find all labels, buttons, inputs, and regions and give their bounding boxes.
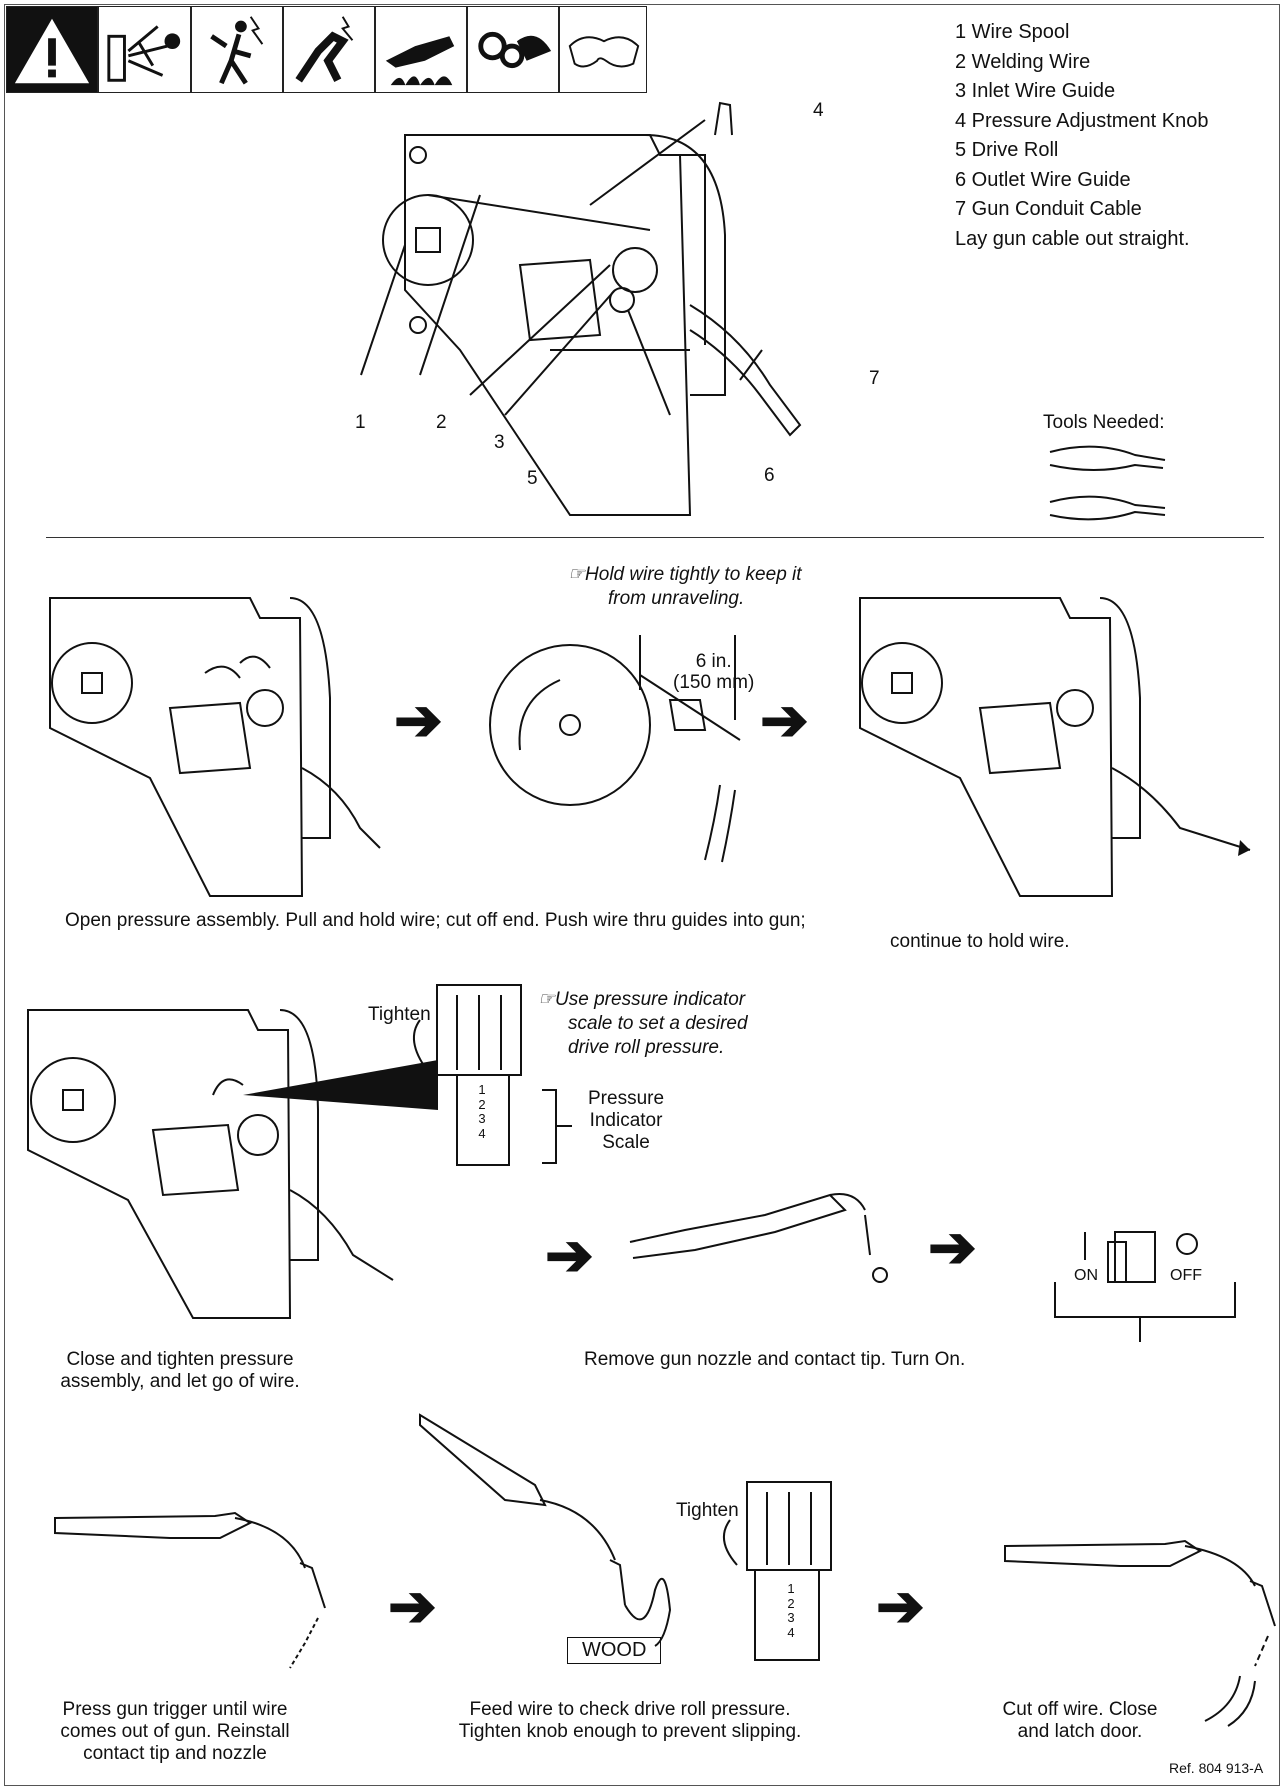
moving-parts-icon [467, 6, 559, 93]
arrow-right-icon: ➔ [394, 688, 443, 753]
scale-label-line: Pressure [588, 1088, 665, 1109]
step1-caption: Open pressure assembly. Pull and hold wi… [65, 910, 806, 931]
tighten-label-2: Tighten [676, 1500, 739, 1521]
legend-item: 5 Drive Roll [955, 139, 1059, 161]
arrow-right-icon: ➔ [388, 1574, 437, 1639]
electric-shock-icon [98, 6, 191, 93]
gun-trigger-illustration [54, 1511, 326, 1669]
measure-in: 6 in. [695, 651, 732, 672]
caption-line: comes out of gun. Reinstall [60, 1721, 290, 1742]
welder-open-pressure-illustration [49, 597, 381, 897]
pressure-knob-scale-illustration [412, 984, 522, 1166]
switch-off-label: OFF [1170, 1267, 1202, 1284]
callout-3: 3 [494, 432, 505, 453]
step3-caption-a: Press gun trigger until wire comes out o… [45, 1699, 305, 1765]
caption-line: Press gun trigger until wire [62, 1699, 288, 1720]
caption-line: Close and tighten pressure [66, 1349, 294, 1370]
pressure-scale-marks: 1 2 3 4 [462, 1082, 502, 1141]
gun-wire-wood-illustration [419, 1413, 672, 1647]
note-text: scale to set a desired [568, 1013, 748, 1034]
scale-label-line: Scale [602, 1132, 650, 1153]
measure-mm: (150 mm) [673, 672, 755, 693]
welder-close-pressure-illustration [27, 1009, 438, 1319]
hand-shock-icon [283, 6, 375, 93]
gun-nozzle-removed-illustration [629, 1193, 888, 1283]
caption-line: assembly, and let go of wire. [60, 1371, 300, 1392]
arrow-right-icon: ➔ [760, 688, 809, 753]
scale-mark: 2 [478, 1096, 486, 1112]
note-text: Use pressure indicator [555, 989, 746, 1010]
arrow-right-icon: ➔ [545, 1223, 594, 1288]
burn-hand-icon [375, 6, 467, 93]
arrow-right-icon: ➔ [928, 1215, 977, 1280]
wire-spool-cut-illustration [489, 635, 741, 863]
step1-caption-cont: continue to hold wire. [890, 931, 1070, 952]
section-divider [46, 537, 1264, 538]
caption-line: contact tip and nozzle [83, 1743, 267, 1764]
note-text: drive roll pressure. [568, 1037, 725, 1058]
measure-label: 6 in.(150 mm) [673, 651, 754, 693]
legend-item: 1 Wire Spool [955, 21, 1070, 43]
caption-line: Cut off wire. Close [1002, 1699, 1158, 1720]
caption-line: Feed wire to check drive roll pressure. [469, 1699, 791, 1720]
switch-on-label: ON [1074, 1267, 1098, 1284]
reference-number: Ref. 804 913-A [1169, 1760, 1264, 1776]
legend-item: 4 Pressure Adjustment Knob [955, 109, 1209, 132]
caption-line: Tighten knob enough to prevent slipping. [458, 1721, 802, 1742]
scale-mark: 4 [478, 1125, 486, 1141]
tools-needed-label: Tools Needed: [1043, 412, 1165, 433]
pressure-scale-marks-2: 1 2 3 4 [771, 1581, 811, 1640]
gun-cut-wire-illustration [1004, 1539, 1276, 1727]
scale-mark: 1 [787, 1581, 795, 1596]
pressure-knob-scale-illustration-2 [722, 1481, 832, 1661]
caption-line: and latch door. [1017, 1721, 1143, 1742]
scale-mark: 1 [478, 1082, 486, 1097]
callout-4: 4 [813, 100, 824, 121]
person-shock-icon [191, 6, 283, 93]
callout-1: 1 [355, 412, 366, 433]
scale-mark: 2 [787, 1595, 795, 1611]
scale-mark: 3 [478, 1111, 486, 1126]
page-frame [4, 4, 1280, 1786]
legend-item: 3 Inlet Wire Guide [955, 80, 1116, 102]
pressure-scale-label: Pressure Indicator Scale [588, 1088, 664, 1154]
parts-legend: 1 Wire Spool 2 Welding Wire 3 Inlet Wire… [955, 18, 1208, 254]
arrow-right-icon: ➔ [876, 1574, 925, 1639]
legend-item: 2 Welding Wire [955, 50, 1091, 73]
step2-caption-right: Remove gun nozzle and contact tip. Turn … [584, 1349, 966, 1370]
scale-bracket [542, 1089, 572, 1164]
callout-7: 7 [869, 368, 880, 389]
safety-glasses-icon [559, 6, 647, 93]
note-text: from unraveling. [608, 588, 745, 609]
step2-caption-left: Close and tighten pressure assembly, and… [60, 1349, 300, 1393]
scale-mark: 3 [787, 1610, 795, 1625]
legend-item: 7 Gun Conduit Cable [955, 198, 1142, 220]
step3-caption-b: Feed wire to check drive roll pressure. … [445, 1699, 815, 1743]
welder-wire-feed-illustration [859, 597, 1251, 897]
legend-item: 6 Outlet Wire Guide [955, 168, 1131, 191]
welder-main-illustration [360, 101, 802, 516]
tighten-label: Tighten [368, 1004, 431, 1025]
warning-icon [6, 6, 98, 93]
note-text: Hold wire tightly to keep it [585, 564, 802, 585]
callout-5: 5 [527, 468, 538, 489]
legend-item: Lay gun cable out straight. [955, 227, 1190, 250]
scale-label-line: Indicator [589, 1110, 663, 1131]
cutter-pliers-icon [1049, 445, 1166, 521]
power-switch-illustration [1054, 1231, 1236, 1342]
step3-caption-c: Cut off wire. Close and latch door. [985, 1699, 1175, 1743]
scale-mark: 4 [787, 1624, 795, 1640]
callout-6: 6 [764, 465, 775, 486]
callout-2: 2 [436, 412, 447, 433]
wood-block: WOOD [567, 1637, 662, 1664]
